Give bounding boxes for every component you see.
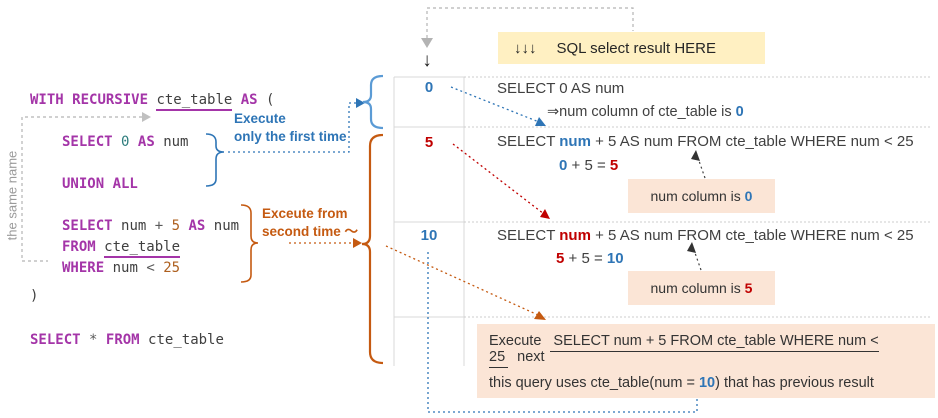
execute-first-time-note: Execute only the first time — [234, 111, 347, 144]
orange-arrow-to-execute-box — [385, 245, 539, 316]
cte-table-name: cte_table — [156, 92, 233, 111]
row3-equation: 5 + 5 = 10 — [556, 250, 624, 267]
literal-zero: 0 — [121, 134, 130, 150]
code-line-final-select: SELECT * FROM cte_table — [30, 332, 224, 348]
close-paren: ) — [30, 288, 39, 304]
result-table-grid — [393, 76, 465, 366]
row3-sql: SELECT num + 5 AS num FROM cte_table WHE… — [497, 227, 914, 244]
op-less-than: < — [146, 260, 155, 276]
sql-result-header-text: SQL select result HERE — [556, 39, 717, 57]
kw-as: AS — [188, 218, 206, 234]
literal-five: 5 — [171, 218, 181, 234]
kw-as: AS — [137, 134, 155, 150]
row2-num-column-box: num column is 0 — [628, 179, 775, 213]
gray-right-arrowhead-icon — [142, 112, 151, 122]
op-star: * — [89, 332, 98, 348]
orange-brace-second-select — [240, 204, 259, 283]
code-line-union-all: UNION ALL — [62, 176, 138, 192]
code-line-from: FROM cte_table — [62, 239, 181, 258]
code-line-where: WHERE num < 25 — [62, 260, 180, 276]
kw-select: SELECT — [62, 218, 113, 234]
row3-num-column-box: num column is 5 — [628, 271, 775, 305]
kw-select: SELECT — [30, 332, 81, 348]
blue-brace-row1 — [362, 74, 384, 130]
result-value-5: 5 — [424, 134, 434, 151]
col-num: num — [213, 218, 240, 234]
kw-with: WITH — [30, 92, 64, 108]
black-arrow-row3-box-to-cte-table — [693, 249, 702, 271]
execute-second-time-note: Exceute from second time ～ — [262, 206, 359, 239]
col-num: num — [163, 134, 189, 150]
code-line-anchor-select: SELECT 0 AS num — [62, 134, 188, 150]
col-num: num — [121, 218, 147, 234]
sql-result-header-box: ↓↓↓ SQL select result HERE — [498, 32, 765, 64]
column-down-arrow-icon: ↓ — [422, 50, 432, 71]
kw-recursive: RECURSIVE — [72, 92, 149, 108]
next-execution-line2: this query uses cte_table(num = 10) that… — [489, 375, 874, 391]
literal-25: 25 — [163, 260, 181, 276]
blue-path-first-time-to-brace — [228, 102, 356, 153]
kw-from: FROM — [105, 332, 140, 348]
code-line-with-recursive: WITH RECURSIVE cte_table AS ( — [30, 92, 275, 111]
op-plus: + — [154, 218, 164, 234]
same-name-label: the same name — [4, 150, 20, 241]
result-value-10: 10 — [420, 227, 438, 244]
result-value-0: 0 — [424, 79, 434, 96]
kw-as: AS — [240, 92, 258, 108]
row1-note: ⇒num column of cte_table is 0 — [547, 104, 744, 120]
kw-select: SELECT — [62, 134, 113, 150]
open-paren: ( — [266, 92, 275, 108]
cte-table-ref: cte_table — [104, 239, 181, 258]
gray-path-same-name — [21, 116, 142, 262]
blue-arrow-result0-to-note — [450, 86, 540, 123]
row1-sql: SELECT 0 AS num — [497, 80, 625, 97]
black-arrow-row2-box-to-cte-table — [697, 157, 706, 179]
gray-path-to-result-header — [426, 7, 634, 38]
kw-from: FROM — [62, 239, 96, 255]
kw-where: WHERE — [62, 260, 105, 276]
col-num: num — [112, 260, 138, 276]
blue-brace-first-select — [205, 133, 225, 187]
kw-union-all: UNION ALL — [62, 176, 138, 192]
code-line-close-paren: ) — [30, 288, 38, 304]
red-arrow-result5-to-next-query — [452, 143, 545, 215]
row2-equation: 0 + 5 = 5 — [559, 157, 619, 174]
code-line-recursive-select: SELECT num + 5 AS num — [62, 218, 239, 234]
orange-brace-rows2-4 — [361, 133, 384, 365]
down-arrows-icon: ↓↓↓ — [514, 39, 537, 57]
row2-sql: SELECT num + 5 AS num FROM cte_table WHE… — [497, 133, 914, 150]
cte-table-ref: cte_table — [148, 332, 224, 348]
gray-down-arrowhead-icon — [421, 38, 433, 48]
